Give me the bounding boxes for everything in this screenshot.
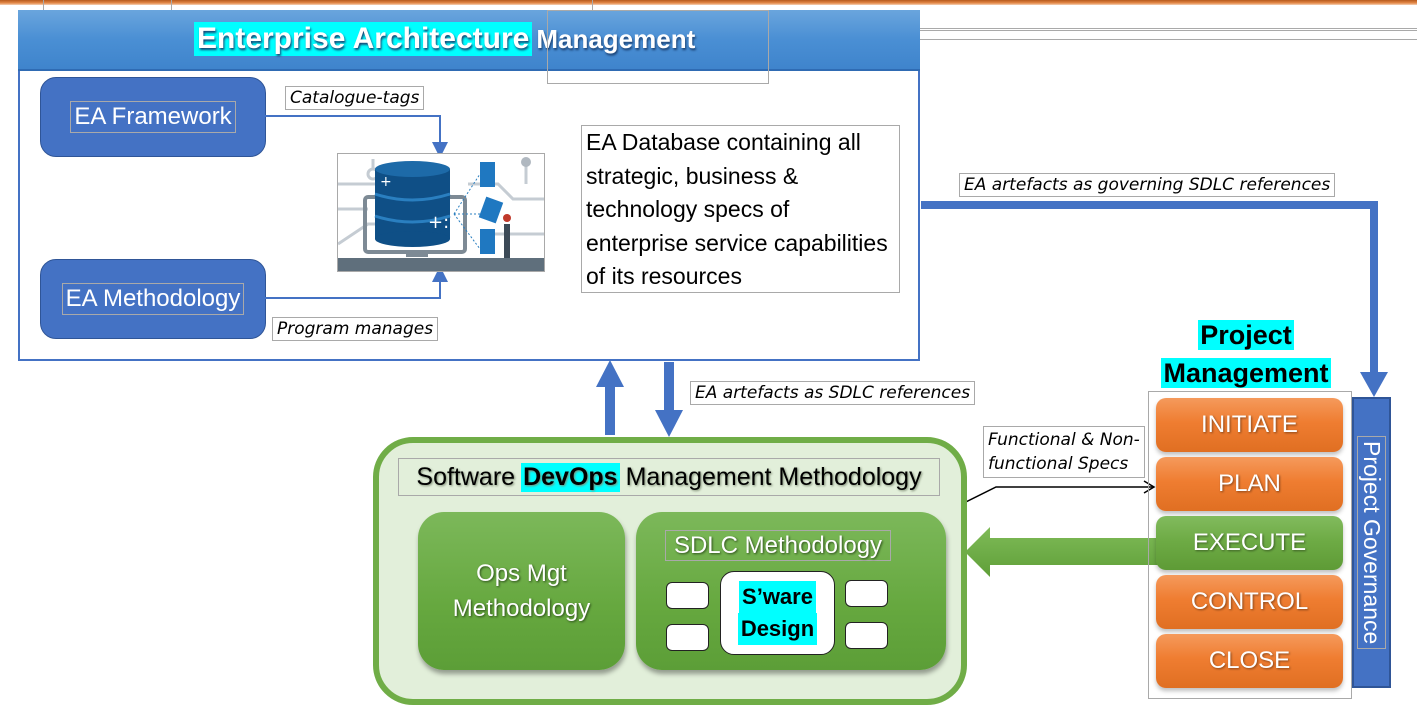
project-management-title: Project Management [1158,316,1334,392]
ops-mgt-methodology-tile[interactable]: Ops Mgt Methodology [418,512,625,670]
phase-execute[interactable]: EXECUTE [1156,516,1343,570]
pm-title-line1: Project [1198,320,1294,350]
ea-framework-node[interactable]: EA Framework [40,77,266,157]
svg-text:+: + [380,174,392,190]
phase-control[interactable]: CONTROL [1156,575,1343,629]
sware-line1: S’ware [739,581,816,613]
project-governance-bar [1352,397,1391,688]
sdlc-methodology-label: SDLC Methodology [665,530,891,561]
svg-text:+:: +: [428,212,449,233]
devops-title-prefix: Software [416,462,516,491]
sdlc-refs-label: EA artefacts as SDLC references [690,381,976,405]
catalogue-tags-label: Catalogue-tags [285,86,425,110]
specs-label-line1: Functional & Non- [988,430,1140,450]
governing-arrow-head [1360,372,1388,397]
specs-label: Functional & Non- functional Specs [983,426,1145,478]
ea-database-description: EA Database containing all strategic, bu… [581,125,900,293]
governing-arrow-line [921,201,1378,380]
ea-framework-label: EA Framework [70,101,236,133]
devops-title-suffix: Management Methodology [625,462,922,491]
database-illustration: + +: [337,153,545,272]
phase-close[interactable]: CLOSE [1156,634,1343,688]
sdlc-step-box [666,624,709,651]
top-accent-bar [0,0,1417,5]
ops-line2: Methodology [452,595,591,622]
program-manages-label: Program manages [272,317,439,341]
ops-line1: Ops Mgt [476,560,567,587]
program-manages-connector [264,266,448,299]
devops-title-highlight: DevOps [521,462,620,492]
devops-title: Software DevOps Management Methodology [398,458,940,496]
phase-initiate[interactable]: INITIATE [1156,398,1343,452]
software-design-box[interactable]: S’ware Design [720,571,835,655]
up-arrow-head [596,360,624,387]
ea-title-rest: Management [536,23,696,54]
ea-title: Enterprise Architecture Management [194,16,695,62]
ea-title-highlight: Enterprise Architecture [194,22,533,56]
sdlc-step-box [845,580,888,607]
ea-methodology-label: EA Methodology [61,283,245,315]
execute-arrow [965,527,1160,577]
down-arrow-head [655,410,683,437]
project-governance-label: Project Governance [1357,435,1386,650]
pm-title-line2: Management [1161,358,1331,388]
up-arrow-shaft [605,385,615,435]
sware-line2: Design [737,613,818,645]
project-governance: Project Governance [1352,397,1391,688]
phase-plan[interactable]: PLAN [1156,457,1343,511]
governing-refs-label: EA artefacts as governing SDLC reference… [959,173,1336,197]
down-arrow-shaft [664,362,674,412]
catalogue-tags-connector [264,115,448,158]
ea-methodology-node[interactable]: EA Methodology [40,259,266,339]
sdlc-step-box [845,622,888,649]
sdlc-step-box [666,582,709,609]
specs-label-line2: functional Specs [988,454,1129,474]
